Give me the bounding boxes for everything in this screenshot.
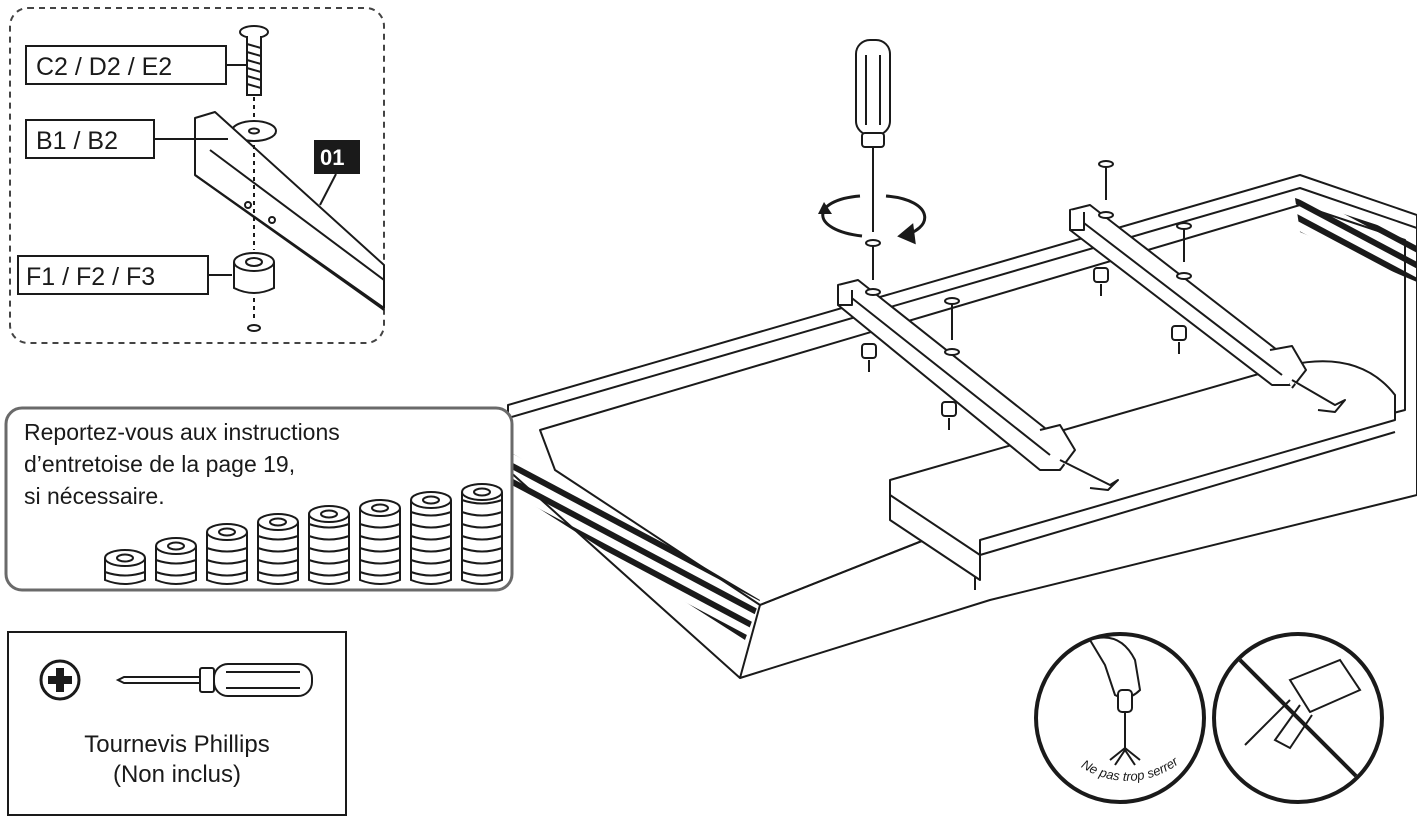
warning-no-drill <box>1212 632 1384 804</box>
part-badge: 01 <box>320 145 344 170</box>
spacer-stack <box>257 513 299 585</box>
wall-bracket-left <box>837 279 1119 491</box>
tool-required-box: Tournevis Phillips (Non inclus) <box>7 631 347 816</box>
note-line-1: Reportez-vous aux instructions <box>24 419 340 445</box>
spacer-stack <box>410 491 452 585</box>
rotate-clockwise-icon <box>818 194 927 245</box>
spacers <box>861 267 1187 430</box>
spacer-label: F1 / F2 / F3 <box>26 263 155 291</box>
phillips-plus-icon <box>39 659 81 701</box>
washer-label: B1 / B2 <box>36 127 118 155</box>
warning-hand-tighten: Ne pas trop serrer <box>1034 632 1206 804</box>
spacer-stack <box>359 499 401 585</box>
spacer-stack <box>461 483 503 585</box>
power-drill-prohibited-icon <box>1244 658 1362 750</box>
phillips-screwdriver-icon <box>115 663 313 697</box>
spacer-stack <box>104 549 146 585</box>
wall-bracket-right <box>1069 204 1346 413</box>
spacer-stack <box>206 523 248 585</box>
spacer-stack <box>308 505 350 585</box>
tool-name: Tournevis Phillips <box>84 731 269 758</box>
spacer-icon <box>233 252 275 294</box>
screw-label: C2 / D2 / E2 <box>36 53 172 81</box>
spacer-note-box: Reportez-vous aux instructions d’entreto… <box>4 406 514 592</box>
hand-screwdriver-icon <box>1088 636 1142 766</box>
tv-back-panel <box>507 174 1417 679</box>
mounting-screws <box>865 160 1192 356</box>
washer-icon <box>231 120 277 142</box>
spacer-stack <box>155 537 197 585</box>
tool-note: (Non inclus) <box>113 761 241 788</box>
note-line-3: si nécessaire. <box>24 483 165 509</box>
screwdriver-icon <box>855 39 891 232</box>
screw-icon <box>239 25 269 96</box>
spacer-set-icon <box>104 483 503 585</box>
note-line-2: d’entretoise de la page 19, <box>24 451 295 477</box>
detail-inset: C2 / D2 / E2 B1 / B2 F1 / F2 / F3 01 <box>9 7 385 344</box>
bracket-detail <box>194 111 385 311</box>
